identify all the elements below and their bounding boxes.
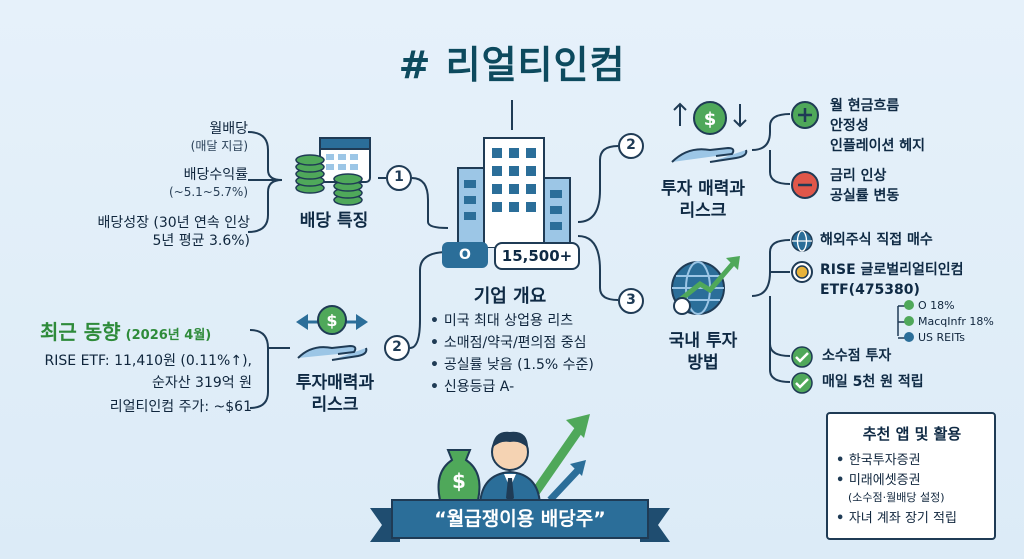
dividend-item-label: 월배당 bbox=[209, 121, 248, 137]
svg-text:$: $ bbox=[326, 311, 337, 330]
trend-title: 최근 동향 bbox=[40, 320, 121, 344]
check-icon bbox=[791, 346, 813, 368]
dividend-item-sub: (~5.1~5.7%) bbox=[168, 185, 248, 199]
trend-line: 리얼티인컴 주가: ~$61 bbox=[109, 399, 252, 415]
dividend-item-sub: 5년 평균 3.6%) bbox=[152, 233, 250, 249]
left-attract-title: 투자매력과 bbox=[295, 373, 375, 393]
hand-coin-icon: $ bbox=[671, 101, 748, 163]
property-count-badge: 15,500+ bbox=[494, 242, 580, 270]
recommend-item: 자녀 계좌 장기 적립 bbox=[836, 510, 996, 528]
svg-text:$: $ bbox=[452, 469, 466, 493]
domestic-item: ETF(475380) bbox=[820, 282, 920, 298]
company-bullet: 소매점/약국/편의점 중심 bbox=[430, 332, 620, 354]
minus-item: 금리 인상 bbox=[830, 168, 887, 184]
trend-heading: 최근 동향 (2026년 4월) bbox=[40, 316, 280, 345]
minus-icon bbox=[791, 171, 819, 199]
recommend-item: 미래에셋증권 bbox=[836, 472, 996, 490]
plus-icon bbox=[791, 101, 819, 129]
trend-line: 순자산 319억 원 bbox=[151, 375, 252, 391]
office-worker-illustration: $ bbox=[437, 414, 590, 504]
building-icon bbox=[457, 137, 571, 248]
dividend-item-label: 배당수익률 bbox=[183, 167, 248, 183]
dividend-item-label: 배당성장 (30년 연속 인상 bbox=[97, 215, 250, 231]
domestic-item: 해외주식 직접 매수 bbox=[820, 232, 933, 248]
company-bullet: 신용등급 A- bbox=[430, 376, 620, 398]
dividend-item-sub: (매달 지급) bbox=[190, 139, 248, 153]
recommend-item-note: (소수점·월배당 설정) bbox=[848, 491, 945, 504]
ticker-badge: O bbox=[442, 242, 488, 268]
domestic-check: 매일 5천 원 적립 bbox=[822, 374, 924, 390]
holding-dot bbox=[904, 316, 914, 326]
number-badge: 1 bbox=[386, 165, 412, 191]
domestic-title: 국내 투자 bbox=[668, 331, 738, 351]
plus-item: 인플레이션 헤지 bbox=[830, 138, 926, 154]
plus-item: 안정성 bbox=[830, 118, 869, 134]
holding-item: MacqInfr 18% bbox=[918, 315, 994, 328]
svg-text:$: $ bbox=[704, 109, 717, 130]
minus-item: 공실률 변동 bbox=[830, 188, 900, 204]
banner-text: “월급쟁이용 배당주” bbox=[434, 508, 606, 530]
dividend-title: 배당 특징 bbox=[299, 211, 369, 231]
holding-dot bbox=[904, 332, 914, 342]
target-icon bbox=[791, 261, 813, 283]
hand-coin-icon: $ bbox=[296, 305, 368, 361]
attract-title: 리스크 bbox=[679, 201, 727, 221]
holding-item: O 18% bbox=[918, 299, 955, 312]
company-title: 기업 개요 bbox=[473, 286, 547, 307]
attract-title: 투자 매력과 bbox=[660, 179, 746, 199]
number-badge: 2 bbox=[618, 133, 644, 159]
domestic-title: 방법 bbox=[687, 353, 719, 373]
number-badge: 2 bbox=[384, 335, 410, 361]
domestic-item: RISE 글로벌리얼티인컴 bbox=[820, 262, 964, 278]
holding-dot bbox=[904, 300, 914, 310]
company-bullet: 미국 최대 상업용 리츠 bbox=[430, 310, 620, 332]
trend-date: (2026년 4월) bbox=[125, 328, 212, 343]
plus-item: 월 현금흐름 bbox=[830, 98, 900, 114]
holding-item: US REITs bbox=[918, 331, 965, 344]
trend-line: RISE ETF: 11,410원 (0.11%↑), bbox=[44, 353, 252, 369]
company-bullet: 공실률 낮음 (1.5% 수준) bbox=[430, 354, 620, 376]
globe-growth-icon bbox=[671, 256, 740, 315]
recommend-title: 추천 앱 및 활용 bbox=[862, 425, 962, 443]
banner-ribbon bbox=[370, 499, 670, 542]
left-attract-title: 리스크 bbox=[311, 395, 359, 415]
check-icon bbox=[791, 372, 813, 394]
recommend-item: 한국투자증권 bbox=[836, 452, 996, 470]
page-title: # 리얼티인컴 bbox=[398, 43, 626, 87]
number-badge: 3 bbox=[618, 288, 644, 314]
coins-calendar-icon bbox=[295, 137, 371, 206]
domestic-check: 소수점 투자 bbox=[822, 348, 892, 364]
globe-icon bbox=[791, 230, 813, 252]
